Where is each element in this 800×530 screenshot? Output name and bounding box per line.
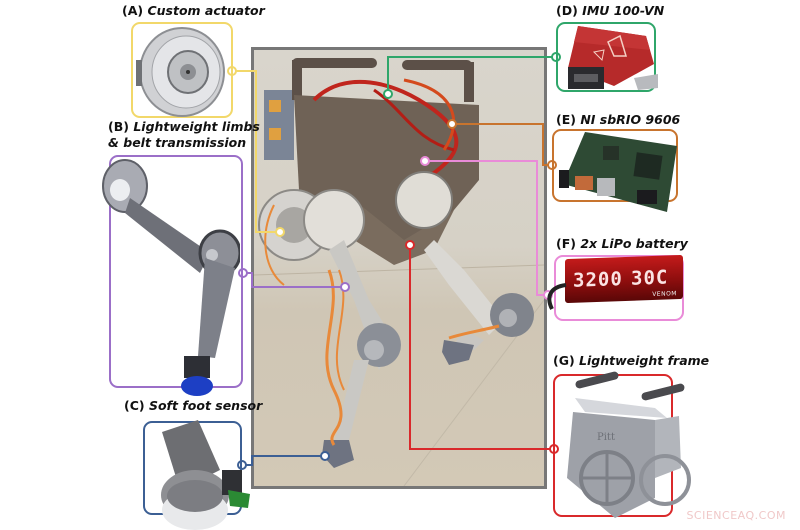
component-g-label: (G) Lightweight frame bbox=[553, 353, 710, 368]
component-f-label: (F) 2x LiPo battery bbox=[556, 236, 688, 251]
foot-sensor-image bbox=[161, 420, 250, 530]
frame-logo-text: Pitt bbox=[597, 432, 615, 443]
component-d-box bbox=[556, 22, 656, 92]
robot-photo bbox=[251, 47, 547, 489]
battery-wires bbox=[547, 283, 567, 310]
frame-image: Pitt bbox=[567, 371, 691, 518]
limb-image bbox=[102, 159, 240, 396]
component-e-box bbox=[552, 129, 678, 202]
battery-rating-text: 30C bbox=[631, 266, 669, 290]
battery-brand-text: VENOM bbox=[652, 290, 677, 299]
component-b-box bbox=[109, 155, 243, 388]
watermark: SCIENCEAQ.COM bbox=[686, 509, 786, 522]
battery-capacity-text: 3200 bbox=[573, 268, 623, 292]
sbrio-board-image bbox=[559, 132, 677, 212]
battery-image: 3200 30C VENOM bbox=[565, 254, 683, 304]
actuator-image bbox=[136, 27, 225, 117]
robot-illustration bbox=[254, 58, 544, 486]
component-e-label: (E) NI sbRIO 9606 bbox=[556, 112, 681, 127]
component-c-label: (C) Soft foot sensor bbox=[124, 398, 263, 413]
imu-image bbox=[568, 26, 658, 90]
component-b-label: (B) Lightweight limbs & belt transmissio… bbox=[108, 119, 260, 150]
component-a-label: (A) Custom actuator bbox=[122, 3, 265, 18]
component-d-label: (D) IMU 100-VN bbox=[556, 3, 665, 18]
